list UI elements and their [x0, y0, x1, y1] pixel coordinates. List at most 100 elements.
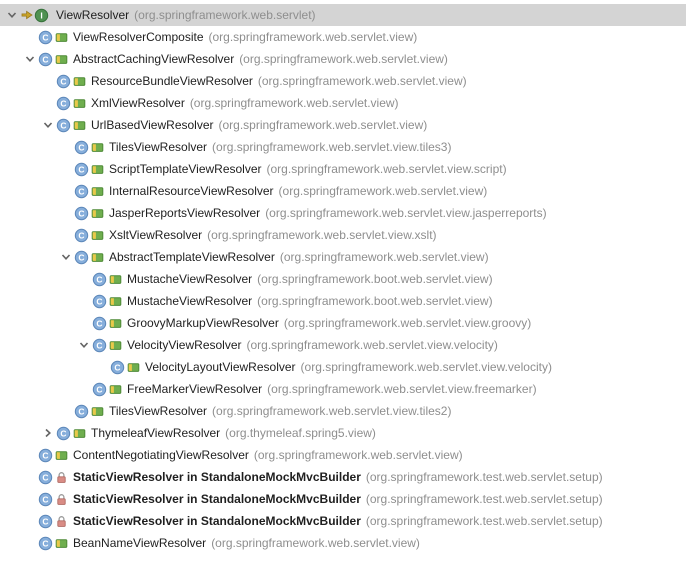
- class-icon: C: [74, 250, 89, 265]
- tree-row[interactable]: C XmlViewResolver (org.springframework.w…: [0, 92, 686, 114]
- chevron-icon: [58, 403, 74, 419]
- class-name: StaticViewResolver in StandaloneMockMvcB…: [73, 470, 361, 484]
- tree-row[interactable]: C StaticViewResolver in StandaloneMockMv…: [0, 488, 686, 510]
- chevron-right-icon[interactable]: [40, 425, 56, 441]
- tree-row[interactable]: C TilesViewResolver (org.springframework…: [0, 400, 686, 422]
- tree-row[interactable]: C BeanNameViewResolver (org.springframew…: [0, 532, 686, 554]
- chevron-icon: [40, 95, 56, 111]
- tree-row[interactable]: C FreeMarkerViewResolver (org.springfram…: [0, 378, 686, 400]
- chevron-down-icon[interactable]: [76, 337, 92, 353]
- tree-row[interactable]: C StaticViewResolver in StandaloneMockMv…: [0, 466, 686, 488]
- class-icon: C: [74, 184, 89, 199]
- class-name: MustacheViewResolver: [127, 272, 253, 286]
- class-icon: C: [74, 404, 89, 419]
- chevron-down-icon[interactable]: [22, 51, 38, 67]
- class-name: AbstractTemplateViewResolver: [109, 250, 275, 264]
- public-visibility-icon: [91, 229, 104, 242]
- package-name: (org.thymeleaf.spring5.view): [225, 426, 376, 440]
- tree-row[interactable]: C UrlBasedViewResolver (org.springframew…: [0, 114, 686, 136]
- public-visibility-icon: [91, 163, 104, 176]
- package-name: (org.springframework.web.servlet.view.ve…: [246, 338, 498, 352]
- chevron-icon: [58, 183, 74, 199]
- class-name: TilesViewResolver: [109, 140, 208, 154]
- class-icon: C: [38, 448, 53, 463]
- public-visibility-icon: [91, 185, 104, 198]
- package-name: (org.springframework.web.servlet.view): [189, 96, 399, 110]
- svg-text:C: C: [60, 76, 66, 86]
- tree-row[interactable]: C ContentNegotiatingViewResolver (org.sp…: [0, 444, 686, 466]
- class-icon: C: [74, 206, 89, 221]
- package-name: (org.springframework.web.servlet.view.fr…: [267, 382, 537, 396]
- package-name: (org.springframework.web.servlet.view.xs…: [207, 228, 437, 242]
- package-name: (org.springframework.boot.web.servlet.vi…: [257, 272, 493, 286]
- package-name: (org.springframework.web.servlet.view): [218, 118, 428, 132]
- package-name: (org.springframework.web.servlet.view.ve…: [300, 360, 552, 374]
- class-name: TilesViewResolver: [109, 404, 208, 418]
- svg-text:C: C: [42, 450, 48, 460]
- class-name: JasperReportsViewResolver: [109, 206, 261, 220]
- class-name: FreeMarkerViewResolver: [127, 382, 263, 396]
- chevron-down-icon[interactable]: [40, 117, 56, 133]
- class-icon: C: [38, 52, 53, 67]
- class-icon: C: [92, 382, 107, 397]
- package-name: (org.springframework.web.servlet.view.ti…: [212, 140, 452, 154]
- svg-text:C: C: [42, 472, 48, 482]
- chevron-icon: [22, 469, 38, 485]
- package-name: (org.springframework.test.web.servlet.se…: [365, 470, 603, 484]
- tree-row[interactable]: C MustacheViewResolver (org.springframew…: [0, 290, 686, 312]
- public-visibility-icon: [73, 97, 86, 110]
- package-name: (org.springframework.web.servlet.view): [279, 250, 489, 264]
- tree-row[interactable]: C ThymeleafViewResolver (org.thymeleaf.s…: [0, 422, 686, 444]
- class-icon: C: [92, 316, 107, 331]
- tree-row[interactable]: C XsltViewResolver (org.springframework.…: [0, 224, 686, 246]
- package-name: (org.springframework.web.servlet.view): [253, 448, 463, 462]
- tree-row[interactable]: C AbstractTemplateViewResolver (org.spri…: [0, 246, 686, 268]
- public-visibility-icon: [91, 207, 104, 220]
- tree-row[interactable]: C ResourceBundleViewResolver (org.spring…: [0, 70, 686, 92]
- public-visibility-icon: [55, 31, 68, 44]
- class-name: InternalResourceViewResolver: [109, 184, 274, 198]
- tree-row[interactable]: C VelocityViewResolver (org.springframew…: [0, 334, 686, 356]
- class-icon: C: [92, 294, 107, 309]
- tree-row[interactable]: C VelocityLayoutViewResolver (org.spring…: [0, 356, 686, 378]
- tree-row[interactable]: I ViewResolver (org.springframework.web.…: [0, 4, 686, 26]
- package-name: (org.springframework.web.servlet.view): [257, 74, 467, 88]
- class-name: StaticViewResolver in StandaloneMockMvcB…: [73, 492, 361, 506]
- chevron-down-icon[interactable]: [58, 249, 74, 265]
- package-name: (org.springframework.web.servlet.view): [211, 536, 420, 550]
- package-name: (org.springframework.web.servlet.view): [208, 30, 418, 44]
- tree-row[interactable]: C MustacheViewResolver (org.springframew…: [0, 268, 686, 290]
- class-icon: C: [38, 30, 53, 45]
- svg-text:I: I: [40, 10, 42, 20]
- chevron-icon: [58, 161, 74, 177]
- public-visibility-icon: [55, 449, 68, 462]
- package-name: (org.springframework.test.web.servlet.se…: [365, 514, 603, 528]
- tree-row[interactable]: C JasperReportsViewResolver (org.springf…: [0, 202, 686, 224]
- chevron-icon: [22, 491, 38, 507]
- chevron-icon: [76, 271, 92, 287]
- public-visibility-icon: [91, 405, 104, 418]
- class-name: ContentNegotiatingViewResolver: [73, 448, 249, 462]
- tree-row[interactable]: C StaticViewResolver in StandaloneMockMv…: [0, 510, 686, 532]
- tree-row[interactable]: C InternalResourceViewResolver (org.spri…: [0, 180, 686, 202]
- tree-row[interactable]: C AbstractCachingViewResolver (org.sprin…: [0, 48, 686, 70]
- svg-text:C: C: [42, 494, 48, 504]
- svg-text:C: C: [78, 164, 84, 174]
- chevron-icon: [58, 227, 74, 243]
- chevron-icon: [22, 29, 38, 45]
- tree-row[interactable]: C TilesViewResolver (org.springframework…: [0, 136, 686, 158]
- public-visibility-icon: [109, 383, 122, 396]
- svg-text:C: C: [96, 340, 102, 350]
- svg-text:C: C: [60, 120, 66, 130]
- package-name: (org.springframework.web.servlet.view): [278, 184, 488, 198]
- chevron-icon: [58, 205, 74, 221]
- tree-row[interactable]: C ViewResolverComposite (org.springframe…: [0, 26, 686, 48]
- public-visibility-icon: [91, 141, 104, 154]
- chevron-down-icon[interactable]: [4, 7, 20, 23]
- tree-row[interactable]: C ScriptTemplateViewResolver (org.spring…: [0, 158, 686, 180]
- svg-text:C: C: [42, 54, 48, 64]
- package-name: (org.springframework.boot.web.servlet.vi…: [257, 294, 493, 308]
- tree-row[interactable]: C GroovyMarkupViewResolver (org.springfr…: [0, 312, 686, 334]
- class-name: ScriptTemplateViewResolver: [109, 162, 262, 176]
